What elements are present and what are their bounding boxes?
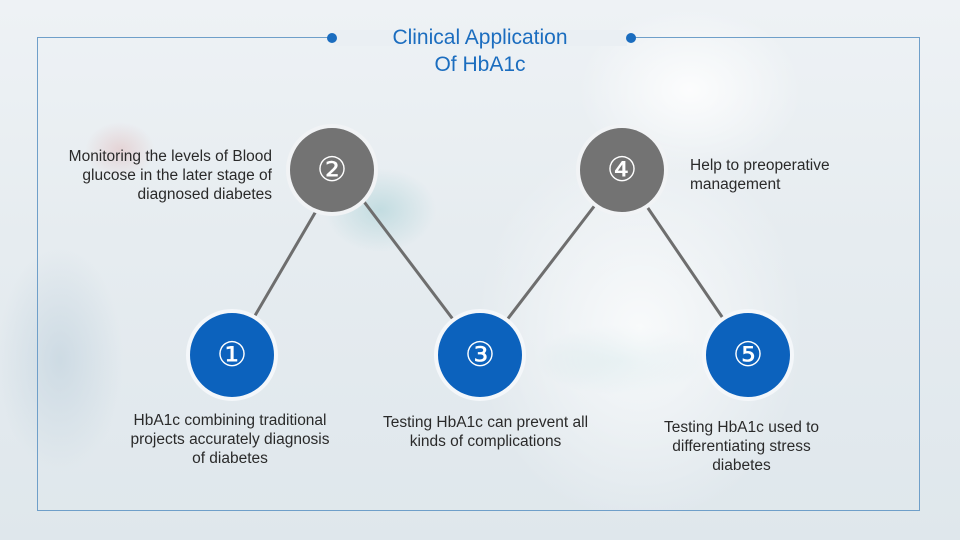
title-line-2: Of HbA1c — [434, 53, 526, 76]
page-title: Clinical Application Of HbA1c — [350, 24, 610, 78]
title-line-1: Clinical Application — [392, 26, 568, 49]
step-4-description: Help to preoperative management — [690, 157, 830, 193]
title-gap — [334, 30, 627, 46]
step-3-number: ③ — [464, 335, 496, 375]
frame-left-dot — [327, 33, 337, 43]
step-3-circle: ③ — [434, 309, 526, 401]
step-3-description: Testing HbA1c can prevent all kinds of c… — [382, 414, 589, 450]
step-5-circle: ⑤ — [702, 309, 794, 401]
step-1-circle: ① — [186, 309, 278, 401]
step-2-circle: ② — [286, 124, 378, 216]
step-2-description: Monitoring the levels of Blood glucose i… — [68, 148, 272, 203]
step-4-number: ④ — [606, 150, 638, 190]
step-1-description: HbA1c combining traditional projects acc… — [130, 412, 330, 467]
step-1-number: ① — [216, 335, 248, 375]
step-5-number: ⑤ — [732, 335, 764, 375]
step-5-description: Testing HbA1c used to differentiating st… — [663, 419, 820, 474]
step-4-circle: ④ — [576, 124, 668, 216]
step-2-number: ② — [316, 150, 348, 190]
frame-right-dot — [626, 33, 636, 43]
